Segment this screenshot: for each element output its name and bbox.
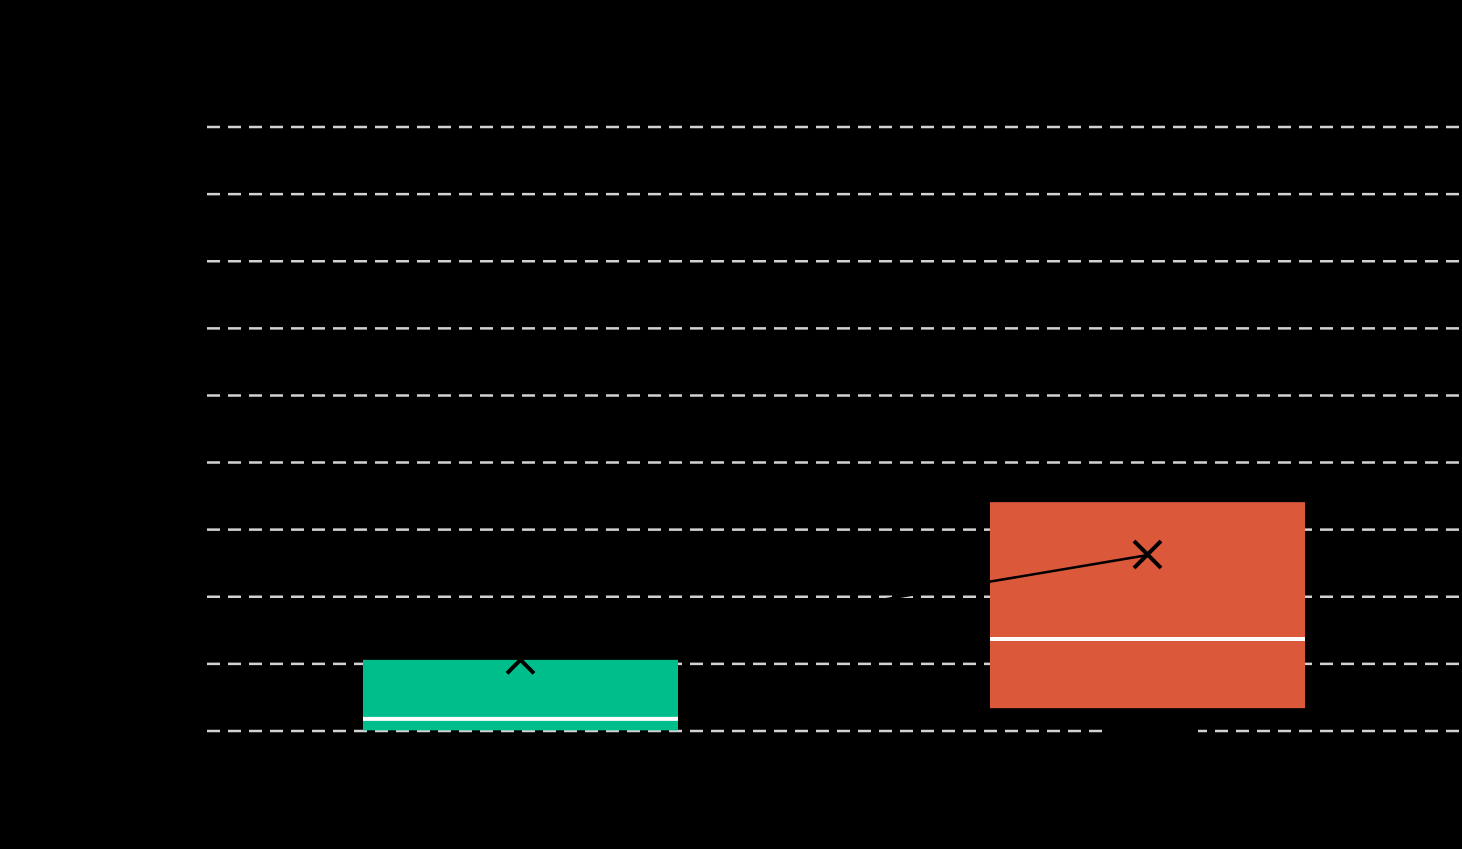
- annotation-leader-line: [874, 553, 1149, 603]
- box-group-2: [990, 502, 1305, 709]
- mean-marker-x-icon-group-2: [1132, 539, 1163, 570]
- gridline-occluder: [1102, 714, 1198, 750]
- mean-marker-x-icon-group-1: [505, 644, 536, 675]
